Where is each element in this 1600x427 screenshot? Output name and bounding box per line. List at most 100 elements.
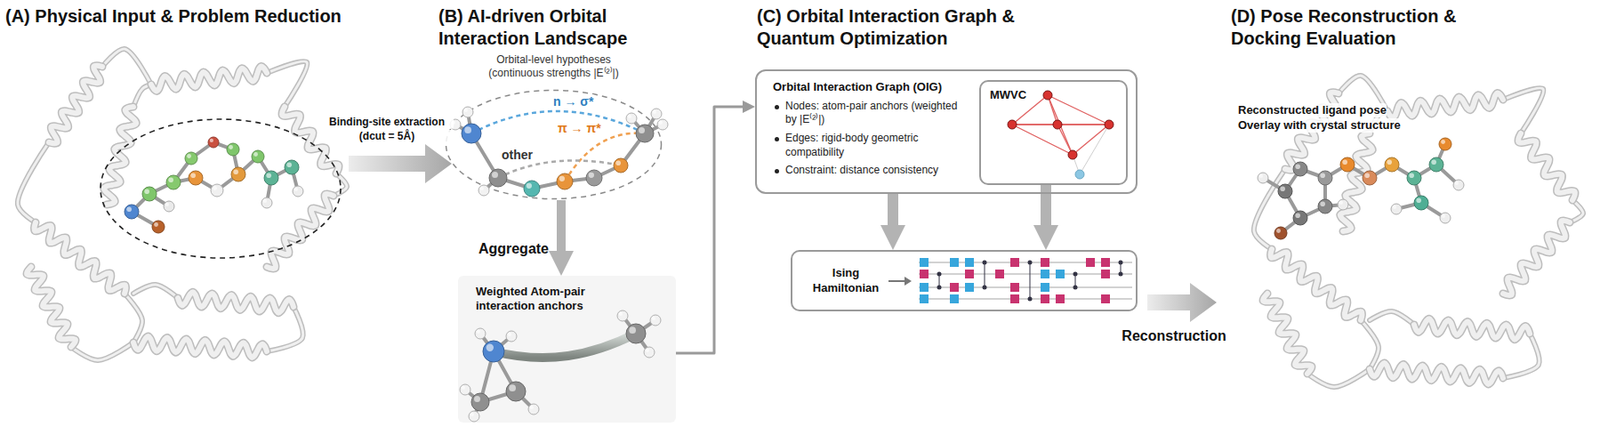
atom-highlight [1294,212,1301,218]
protein-ribbon [17,142,49,223]
protein-ribbon [1387,93,1504,119]
graph-edge [1012,124,1073,155]
gate-box [919,269,929,279]
protein-ribbon [1307,369,1370,387]
annotation: Overlay with crystal structure [1238,118,1401,133]
arrow-label: Reconstruction [1116,327,1232,346]
atom-highlight [1440,139,1446,145]
atom-highlight [464,126,472,134]
circuit-wire [918,273,1133,275]
atom-sphere [226,143,240,156]
graph-vertex [1075,169,1085,179]
protein-ribbon [133,284,178,298]
protein-ribbon [1503,333,1540,378]
atom-sphere [1318,170,1333,185]
atom-sphere [1293,210,1308,226]
edge-label: Aggregate [478,240,549,258]
dashed-ellipse [446,90,662,200]
process-arrow [1147,282,1217,322]
protein-ribbon [266,61,307,107]
gate-box [1010,257,1020,267]
binding-site-ellipse [100,119,341,258]
atom-sphere [506,330,517,342]
control-dot [1073,272,1078,277]
atom-sphere [462,106,474,118]
molecule-model [459,310,661,422]
atom-sphere [1337,199,1349,210]
protein-cartoon [17,48,347,361]
protein-ribbon [1518,133,1576,201]
ligand-model [1257,137,1464,240]
atom-highlight [480,186,484,191]
panel-heading: (D) Pose Reconstruction & Docking Evalua… [1230,5,1507,50]
protein-ribbon [1503,220,1570,296]
protein-ribbon [1503,220,1570,296]
protein-ribbon [17,142,49,223]
atom-sphere [1439,137,1452,151]
gate-box [1101,257,1110,267]
protein-ribbon [102,48,152,85]
bullet-item: Constraint: distance consistency [772,163,968,178]
protein-ribbon [266,306,304,352]
atom-sphere [1274,226,1287,240]
atom-sphere [1453,179,1464,191]
atom-highlight [507,332,512,337]
atom-sphere [210,184,224,197]
control-dot [1118,272,1124,277]
gate-box [1055,269,1065,279]
gate-box [964,269,974,279]
atom-highlight [470,412,475,417]
protein-ribbon [1369,362,1504,385]
atom-sphere [461,123,482,144]
atom-highlight [491,171,499,178]
connector-arrow [556,200,566,258]
atom-sphere [635,124,654,143]
atom-highlight [526,183,532,189]
protein-ribbon [1414,318,1530,339]
small-arrow [888,280,905,282]
protein-ribbon [102,48,152,85]
atom-sphere [1407,170,1422,185]
gate-box [1055,294,1065,304]
atom-highlight [619,312,623,316]
protein-ribbon [71,342,134,361]
control-dot [1028,260,1033,266]
graph-box: Orbital Interaction Graph (OIG)Nodes: at… [755,69,1138,194]
atom-highlight [508,384,516,392]
gate-box [949,282,959,292]
atom-sphere [142,186,157,202]
gate-box [1101,269,1110,279]
gate-box [949,257,959,267]
graph-vertex [1068,150,1078,160]
gate-box [1040,282,1050,292]
protein-ribbon [26,266,76,347]
atom-sphere [586,169,603,186]
atom-sphere [1384,157,1399,172]
atom-highlight [1431,159,1437,165]
protein-ribbon [1262,293,1312,374]
control-dot [1073,285,1078,290]
atom-highlight [464,108,468,113]
arrow-label: (dcut = 5Å) [320,129,454,144]
graph-vertex [1104,120,1114,129]
atom-sphere [152,220,165,234]
atom-highlight [659,120,663,125]
panel-caption: Weighted Atom-pair interaction anchors [475,284,632,314]
atom-highlight [1342,159,1348,165]
protein-ribbon [1369,311,1415,325]
protein-ribbon [1360,320,1379,370]
atom-sphere [264,170,279,185]
atom-highlight [1339,201,1343,205]
protein-ribbon [133,284,178,298]
gate-box [1040,294,1050,304]
atom-sphere [650,314,661,326]
atom-sphere [471,393,490,411]
graph-edge [1079,124,1110,175]
atom-highlight [263,199,267,203]
atom-sphere [626,323,646,344]
atom-highlight [1279,185,1286,192]
ligand-model [124,136,304,234]
atom-highlight [628,326,636,334]
protein-ribbon [1369,362,1504,385]
atom-highlight [645,348,650,353]
